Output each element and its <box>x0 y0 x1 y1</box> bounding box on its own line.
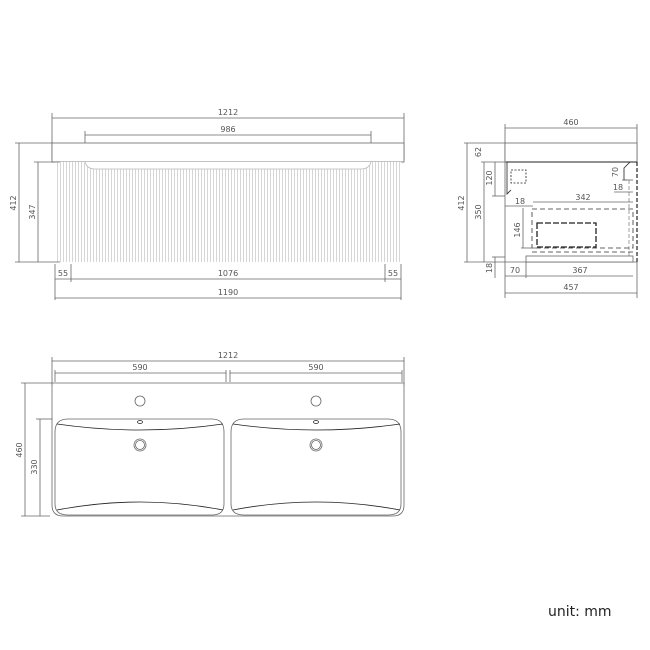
front-margin-right-55: 55 <box>388 269 398 278</box>
side-inner-offset-18: 18 <box>515 197 525 206</box>
front-panel-1076: 1076 <box>218 269 238 278</box>
front-width-1212: 1212 <box>218 108 238 117</box>
side-drawer-146: 146 <box>513 222 522 237</box>
front-cabinet-347: 347 <box>28 204 37 219</box>
front-height-412: 412 <box>9 195 18 210</box>
unit-label: unit: mm <box>548 604 612 620</box>
top-basin-left-590: 590 <box>132 363 147 372</box>
side-depth-457: 457 <box>563 283 578 292</box>
side-corner-70: 70 <box>611 167 620 177</box>
top-basin-right-590: 590 <box>308 363 323 372</box>
side-base-18: 18 <box>485 263 494 273</box>
top-view <box>21 357 405 517</box>
side-view <box>464 124 638 298</box>
side-top-62: 62 <box>474 147 483 157</box>
front-basin-986: 986 <box>220 125 235 134</box>
side-upper-drawer-120: 120 <box>485 170 494 185</box>
side-depth-460: 460 <box>563 118 578 127</box>
side-drawer-342: 342 <box>575 193 590 202</box>
top-width-1212: 1212 <box>218 351 238 360</box>
front-view <box>15 113 405 300</box>
side-cabinet-350: 350 <box>474 204 483 219</box>
top-basin-depth-330: 330 <box>30 459 39 474</box>
side-base-offset-70: 70 <box>510 266 520 275</box>
top-depth-460: 460 <box>15 442 24 457</box>
side-base-367: 367 <box>572 266 587 275</box>
front-margin-left-55: 55 <box>58 269 68 278</box>
side-height-412: 412 <box>457 195 466 210</box>
side-corner-18: 18 <box>613 183 623 192</box>
front-cabinet-1190: 1190 <box>218 288 238 297</box>
